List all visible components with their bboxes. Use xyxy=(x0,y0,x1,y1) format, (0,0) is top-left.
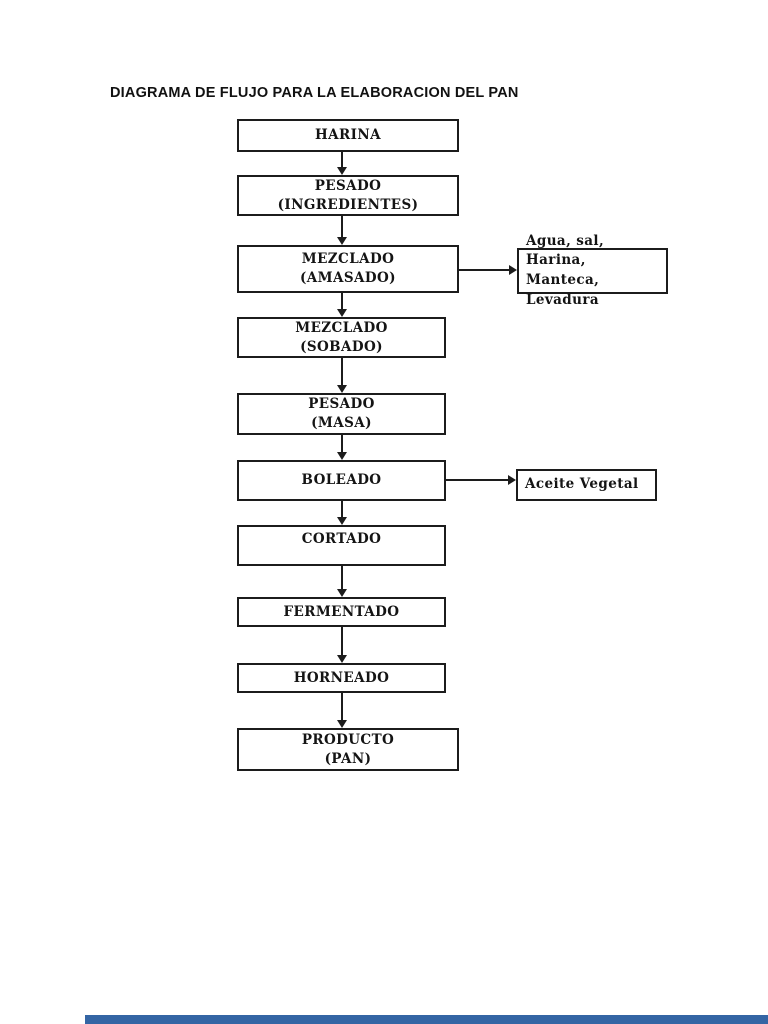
flow-step-mezclado-sobado: MEZCLADO (SOBADO) xyxy=(237,317,446,358)
flow-step-mezclado-amasado: MEZCLADO (AMASADO) xyxy=(237,245,459,293)
flow-step-harina: HARINA xyxy=(237,119,459,152)
arrow-down-icon xyxy=(337,566,347,597)
side-note-ingredientes: Agua, sal, Harina, Manteca, Levadura xyxy=(517,233,668,308)
page-title: DIAGRAMA DE FLUJO PARA LA ELABORACION DE… xyxy=(110,85,519,101)
arrow-right-icon xyxy=(459,265,517,275)
flow-step-fermentado: FERMENTADO xyxy=(237,597,446,627)
flow-step-pesado-masa: PESADO (MASA) xyxy=(237,393,446,435)
arrow-down-icon xyxy=(337,501,347,525)
arrow-down-icon xyxy=(337,293,347,317)
arrow-down-icon xyxy=(337,627,347,663)
flow-step-producto-pan: PRODUCTO (PAN) xyxy=(237,728,459,771)
arrow-down-icon xyxy=(337,216,347,245)
flow-step-pesado-ingredientes: PESADO (INGREDIENTES) xyxy=(237,175,459,216)
arrow-down-icon xyxy=(337,435,347,460)
side-note-aceite-vegetal: Aceite Vegetal xyxy=(516,469,657,501)
footer-accent-bar xyxy=(85,1015,768,1024)
arrow-down-icon xyxy=(337,152,347,175)
arrow-down-icon xyxy=(337,358,347,393)
arrow-down-icon xyxy=(337,693,347,728)
flow-step-boleado: BOLEADO xyxy=(237,460,446,501)
flow-step-cortado: CORTADO xyxy=(237,525,446,566)
arrow-right-icon xyxy=(446,475,516,485)
flow-step-horneado: HORNEADO xyxy=(237,663,446,693)
